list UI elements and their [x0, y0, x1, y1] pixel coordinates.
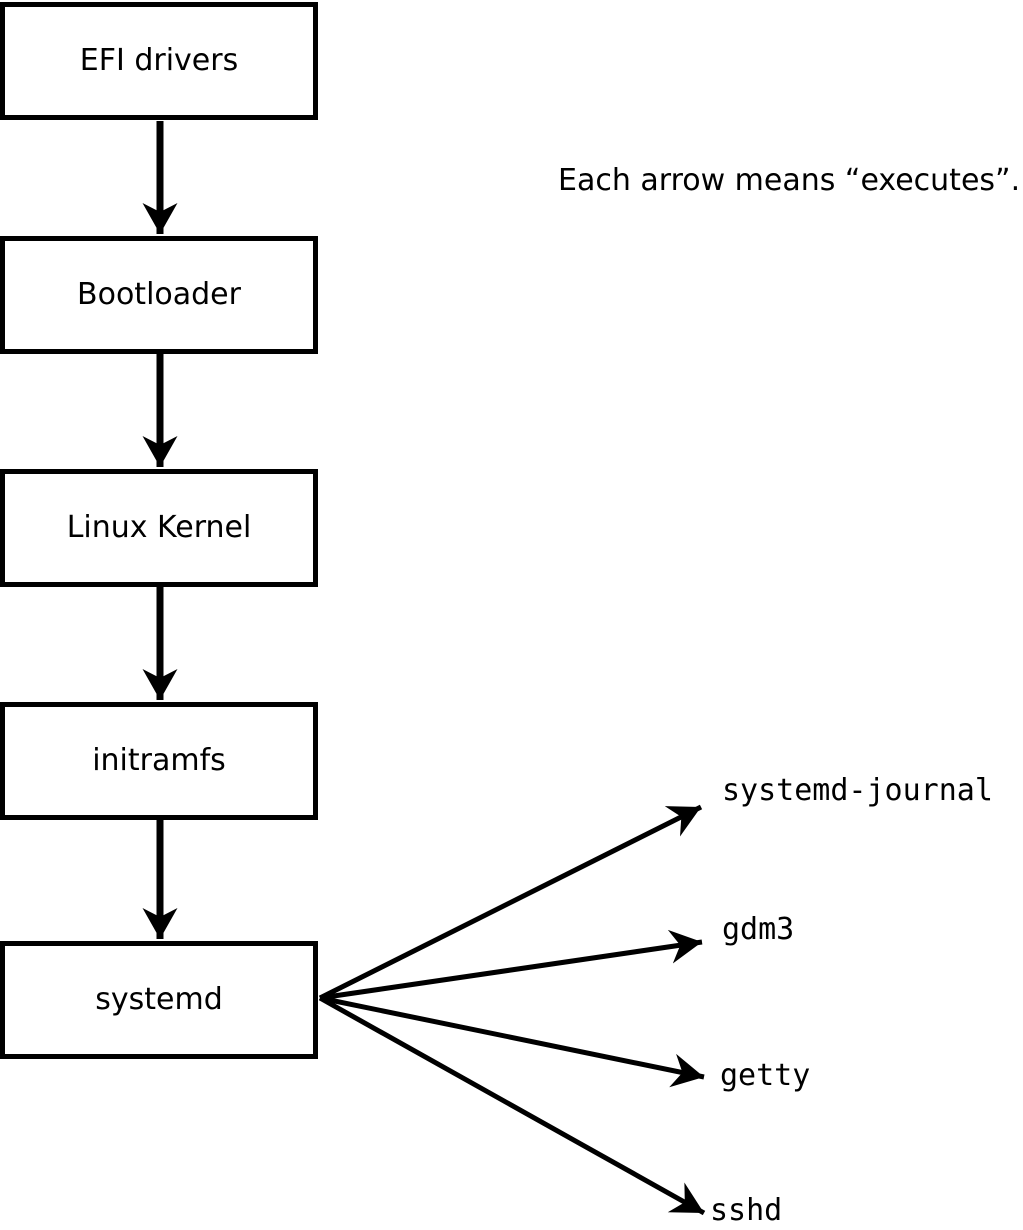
- node-linux-kernel: Linux Kernel: [0, 469, 318, 587]
- process-label-systemd-journal: systemd-journal: [722, 773, 993, 808]
- arrow-systemd-to-journal: [318, 804, 703, 1001]
- node-initramfs: initramfs: [0, 702, 318, 820]
- arrow-systemd-to-getty: [319, 995, 705, 1088]
- node-bootloader-label: Bootloader: [77, 277, 241, 312]
- node-efi-drivers-label: EFI drivers: [79, 43, 239, 78]
- arrow-systemd-to-sshd: [318, 995, 706, 1216]
- node-bootloader: Bootloader: [0, 236, 318, 354]
- process-label-gdm3: gdm3: [722, 912, 795, 947]
- annotation-arrow-meaning: Each arrow means “executes”.: [558, 163, 1021, 198]
- node-linux-kernel-label: Linux Kernel: [66, 510, 252, 545]
- node-systemd: systemd: [0, 941, 318, 1059]
- node-systemd-label: systemd: [95, 982, 223, 1017]
- arrow-systemd-to-gdm3: [319, 929, 703, 1001]
- process-label-getty: getty: [720, 1058, 811, 1093]
- process-label-sshd: sshd: [710, 1193, 783, 1228]
- node-efi-drivers: EFI drivers: [0, 2, 318, 120]
- node-initramfs-label: initramfs: [92, 743, 226, 778]
